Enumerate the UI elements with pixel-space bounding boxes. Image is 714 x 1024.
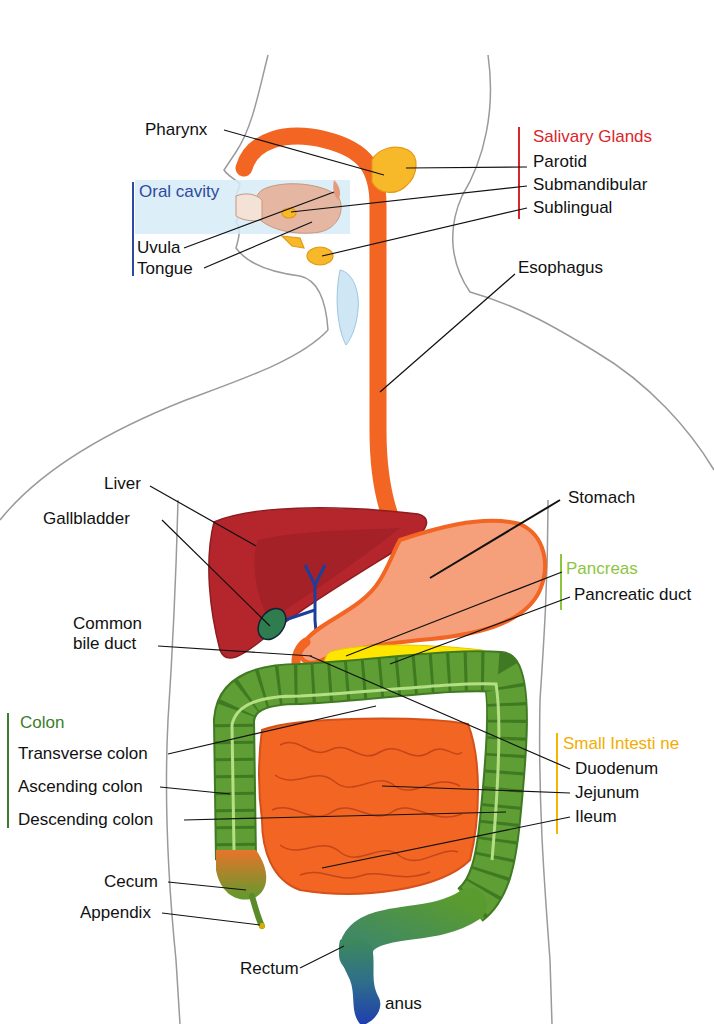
group-bracket <box>560 554 562 610</box>
uvula-shape <box>333 180 340 200</box>
part-label: Esophagus <box>518 258 603 278</box>
leader-line <box>382 786 570 793</box>
leader-line <box>322 208 527 256</box>
part-label: Tongue <box>137 259 193 279</box>
part-label: Ileum <box>575 807 617 827</box>
esophagus-tube <box>244 136 402 542</box>
group-bracket <box>556 733 558 834</box>
part-label: Sublingual <box>533 198 612 218</box>
part-label: Liver <box>104 474 141 494</box>
leader-line <box>430 500 560 578</box>
part-label: Rectum <box>240 959 299 979</box>
leader-line <box>291 186 527 212</box>
torso-left <box>166 500 180 1024</box>
part-label: Duodenum <box>575 759 658 779</box>
part-label: Parotid <box>533 152 587 172</box>
part-label: Descending colon <box>18 810 153 830</box>
leader-line <box>310 656 570 769</box>
part-label: Pharynx <box>145 120 207 140</box>
leader-line <box>406 167 527 168</box>
part-label: Uvula <box>137 238 180 258</box>
colon <box>234 671 507 905</box>
group-bracket <box>132 182 134 276</box>
leader-line <box>168 706 376 754</box>
leader-line <box>390 597 570 664</box>
colon-highlight <box>232 684 499 860</box>
leader-line <box>162 520 270 626</box>
group-bracket <box>518 127 520 219</box>
appendix-tip <box>259 923 265 929</box>
parotid-gland <box>372 147 416 192</box>
gallbladder <box>252 603 291 645</box>
group-bracket <box>7 713 9 828</box>
part-label: Small Intesti ne <box>563 734 679 754</box>
fold <box>300 872 430 878</box>
part-label: Common bile duct <box>73 614 155 654</box>
leader-line <box>158 646 312 656</box>
leader-line <box>162 913 260 925</box>
sigmoid-colon <box>356 905 470 955</box>
part-label: Pancreatic duct <box>574 585 691 605</box>
sublingual-gland <box>307 247 333 265</box>
part-label: Gallbladder <box>43 509 130 529</box>
sublingual-duct <box>282 236 304 248</box>
part-label: Stomach <box>568 488 635 508</box>
leader-line <box>322 817 570 868</box>
part-label: Cecum <box>104 872 158 892</box>
teeth <box>236 194 262 221</box>
part-label: Pancreas <box>566 559 638 579</box>
fold <box>280 743 462 756</box>
part-label: Appendix <box>80 903 151 923</box>
leader-line <box>204 222 312 268</box>
leader-line <box>184 812 506 820</box>
leader-line <box>224 130 384 175</box>
part-label: Colon <box>20 713 64 733</box>
rectum-shape <box>339 938 380 1024</box>
small-intestine <box>259 719 478 894</box>
part-label: Transverse colon <box>18 744 148 764</box>
neck-shoulder-right <box>453 55 714 470</box>
leader-line <box>160 787 230 794</box>
cystic-duct <box>285 610 315 620</box>
part-label: Ascending colon <box>18 777 143 797</box>
cecum-shape <box>216 850 266 900</box>
leader-line <box>150 486 256 546</box>
part-label: Oral cavity <box>139 182 219 202</box>
colon-edge <box>234 671 507 905</box>
appendix-shape <box>252 896 262 926</box>
trachea <box>337 270 358 345</box>
part-label: Salivary Glands <box>533 127 652 147</box>
body-outline <box>0 55 714 1024</box>
hepatic-ducts <box>305 565 325 585</box>
stomach <box>300 521 545 663</box>
shoulder-left <box>0 330 328 520</box>
intestine-folds <box>272 743 462 879</box>
part-label: Submandibular <box>533 175 647 195</box>
part-label: anus <box>385 994 422 1014</box>
leader-lines <box>150 130 570 968</box>
leader-line <box>346 572 562 656</box>
leader-line <box>300 946 344 968</box>
leader-line <box>380 274 515 392</box>
submandibular-gland <box>282 208 296 218</box>
part-label: Jejunum <box>575 783 639 803</box>
leader-line <box>168 882 246 890</box>
